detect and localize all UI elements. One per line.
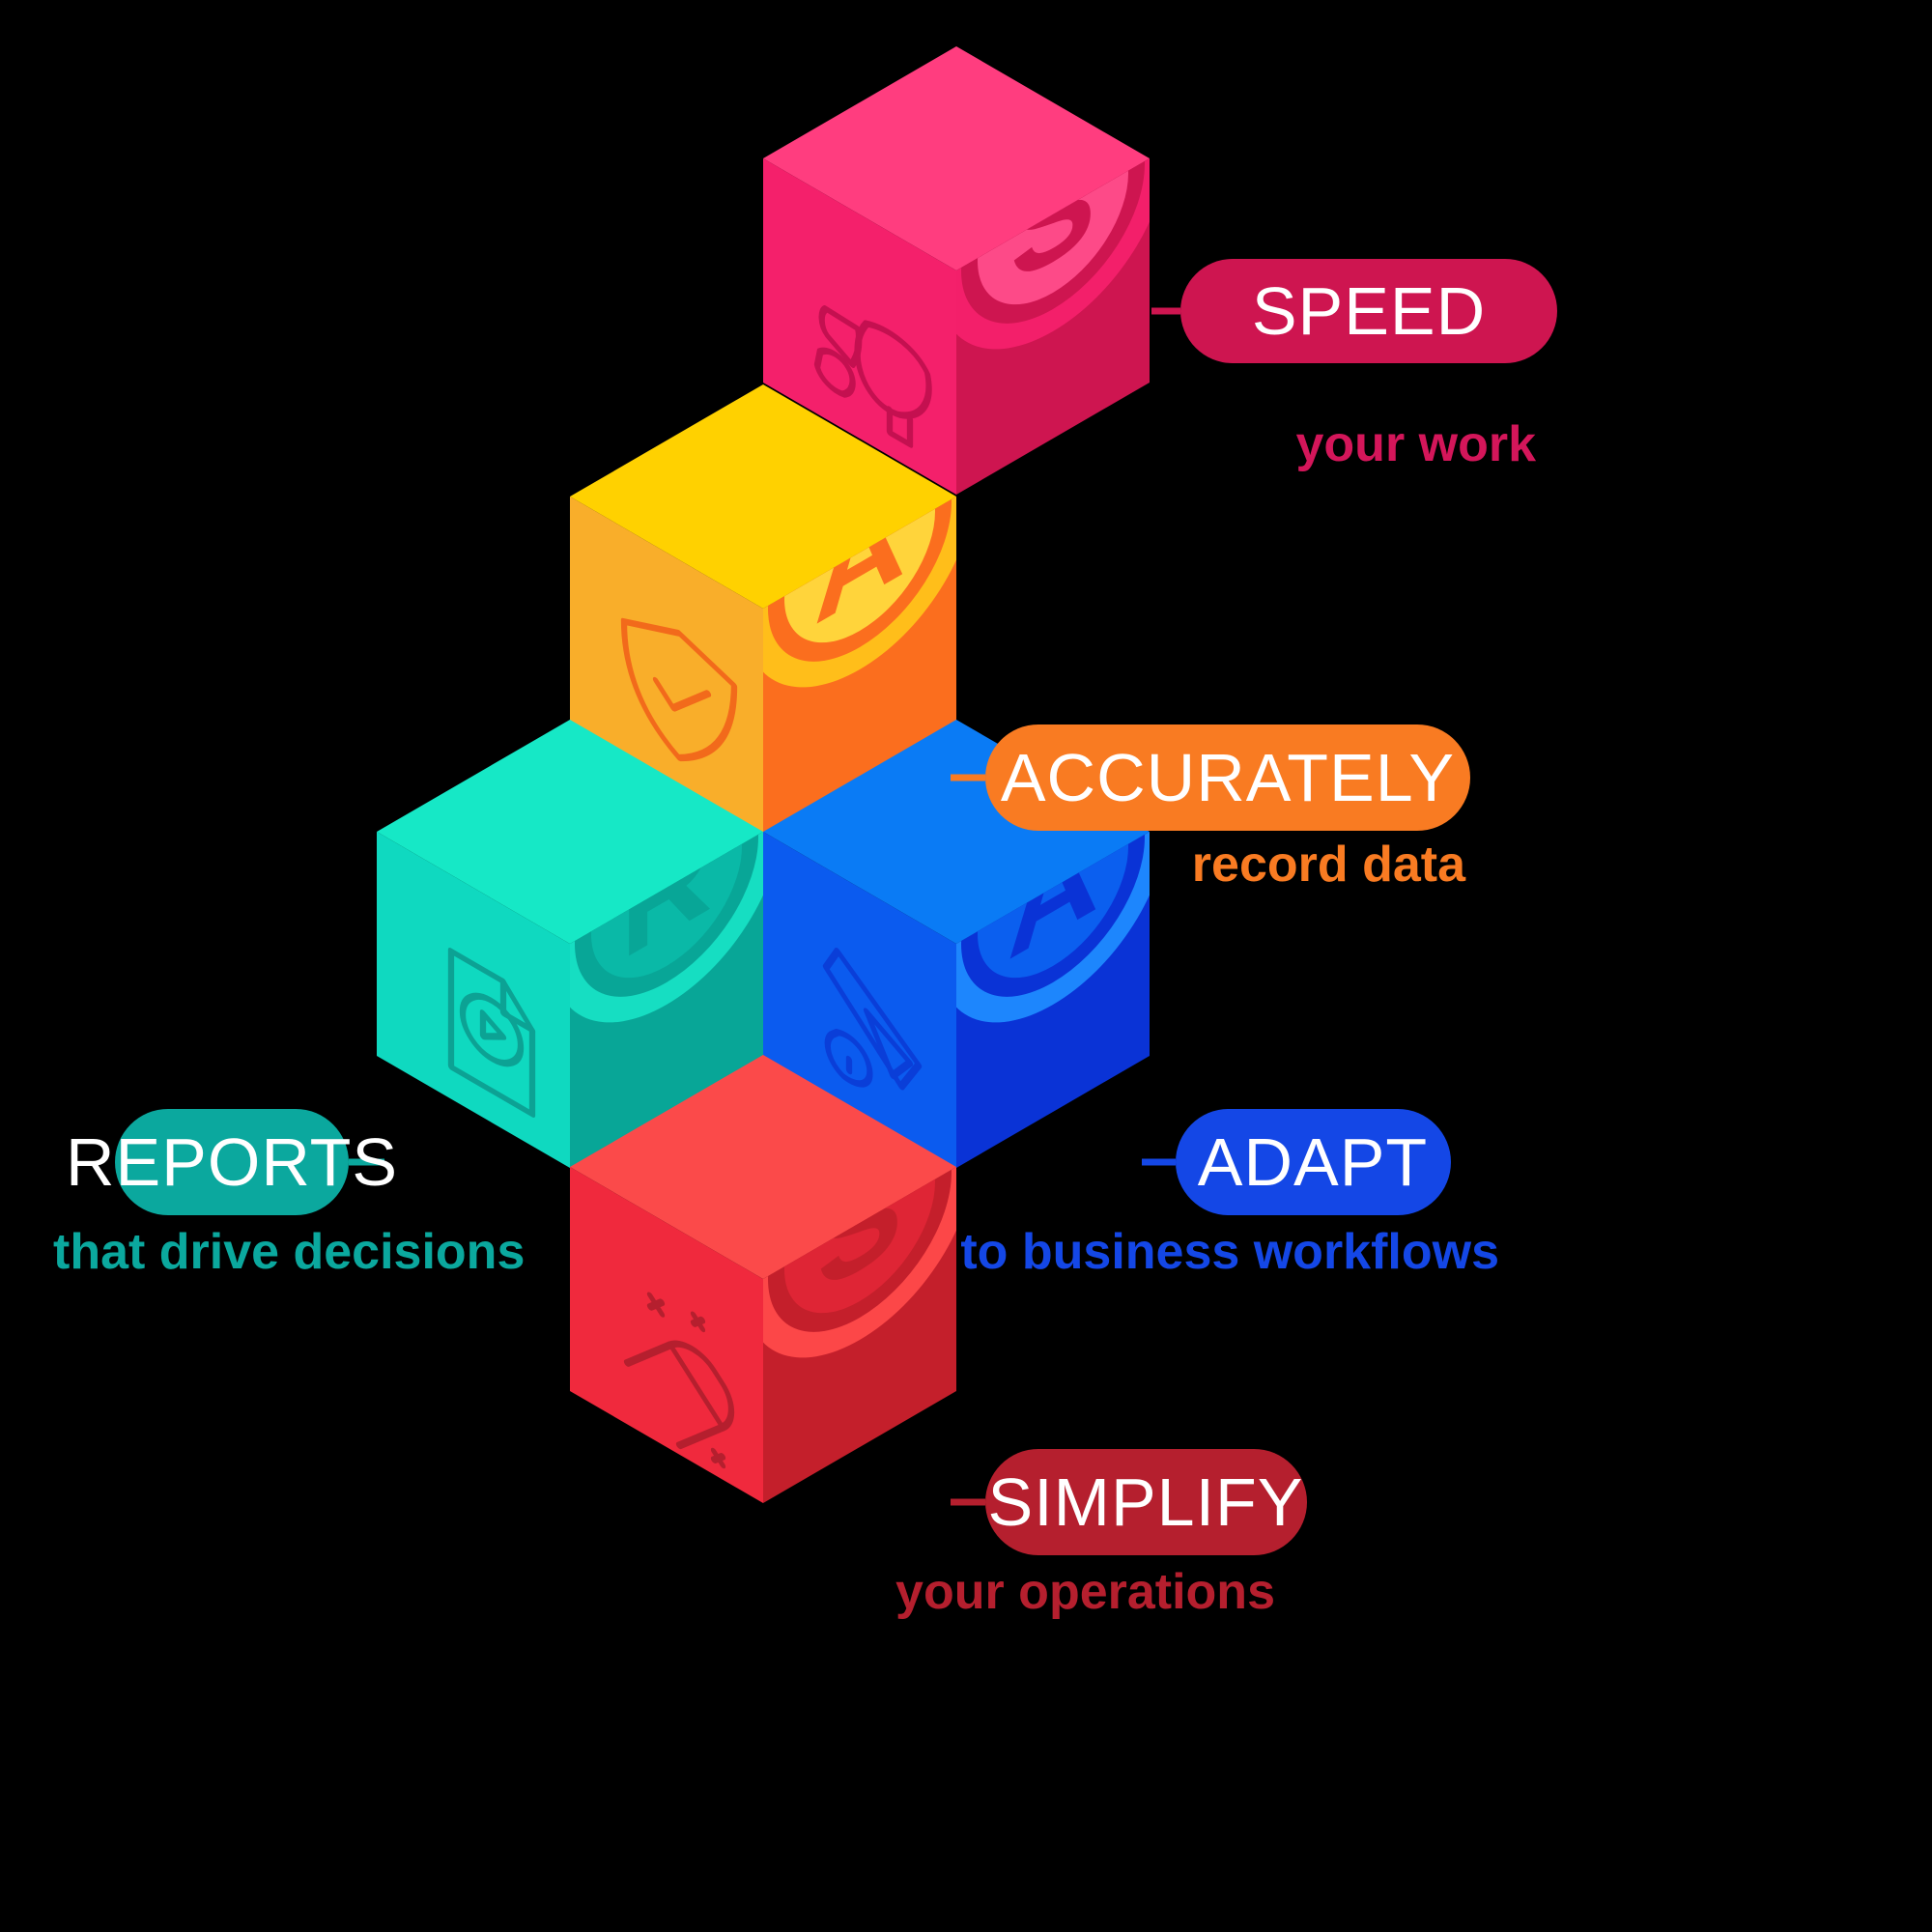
label-group-reports[interactable]: REPORTS that drive decisions [53,1109,525,1280]
document-search-icon [447,947,536,1118]
pill-simplify[interactable] [985,1449,1307,1555]
subtitle-reports: that drive decisions [53,1224,525,1280]
connectors-layer [349,307,1180,1506]
subtitle-speed: your work [1296,416,1537,472]
label-group-accurately[interactable]: ACCURATELY record data [985,724,1470,893]
tool-wrench-icon [822,947,923,1091]
label-group-speed[interactable]: SPEED your work [1180,259,1557,472]
pill-adapt[interactable] [1176,1109,1451,1215]
label-group-simplify[interactable]: SIMPLIFY your operations [895,1449,1307,1620]
subtitle-accurately: record data [1192,837,1466,893]
label-group-adapt[interactable]: ADAPT to business workflows [960,1109,1499,1280]
pill-label-adapt: ADAPT [1198,1124,1428,1200]
subtitle-simplify: your operations [895,1564,1275,1620]
bandage-icon [623,1292,735,1469]
cube-simplify[interactable]: S [570,1046,974,1503]
pill-label-simplify: SIMPLIFY [988,1464,1304,1540]
shield-check-icon [620,617,738,762]
pill-speed[interactable] [1180,259,1557,363]
pill-label-reports: REPORTS [66,1124,398,1200]
pill-reports[interactable] [115,1109,349,1215]
subtitle-adapt: to business workflows [960,1224,1499,1280]
pill-label-accurately: ACCURATELY [1001,740,1455,815]
pill-label-speed: SPEED [1252,273,1486,349]
pill-accurately[interactable] [985,724,1470,831]
megaphone-icon [813,305,932,448]
cube-speed[interactable]: S [763,38,1167,495]
